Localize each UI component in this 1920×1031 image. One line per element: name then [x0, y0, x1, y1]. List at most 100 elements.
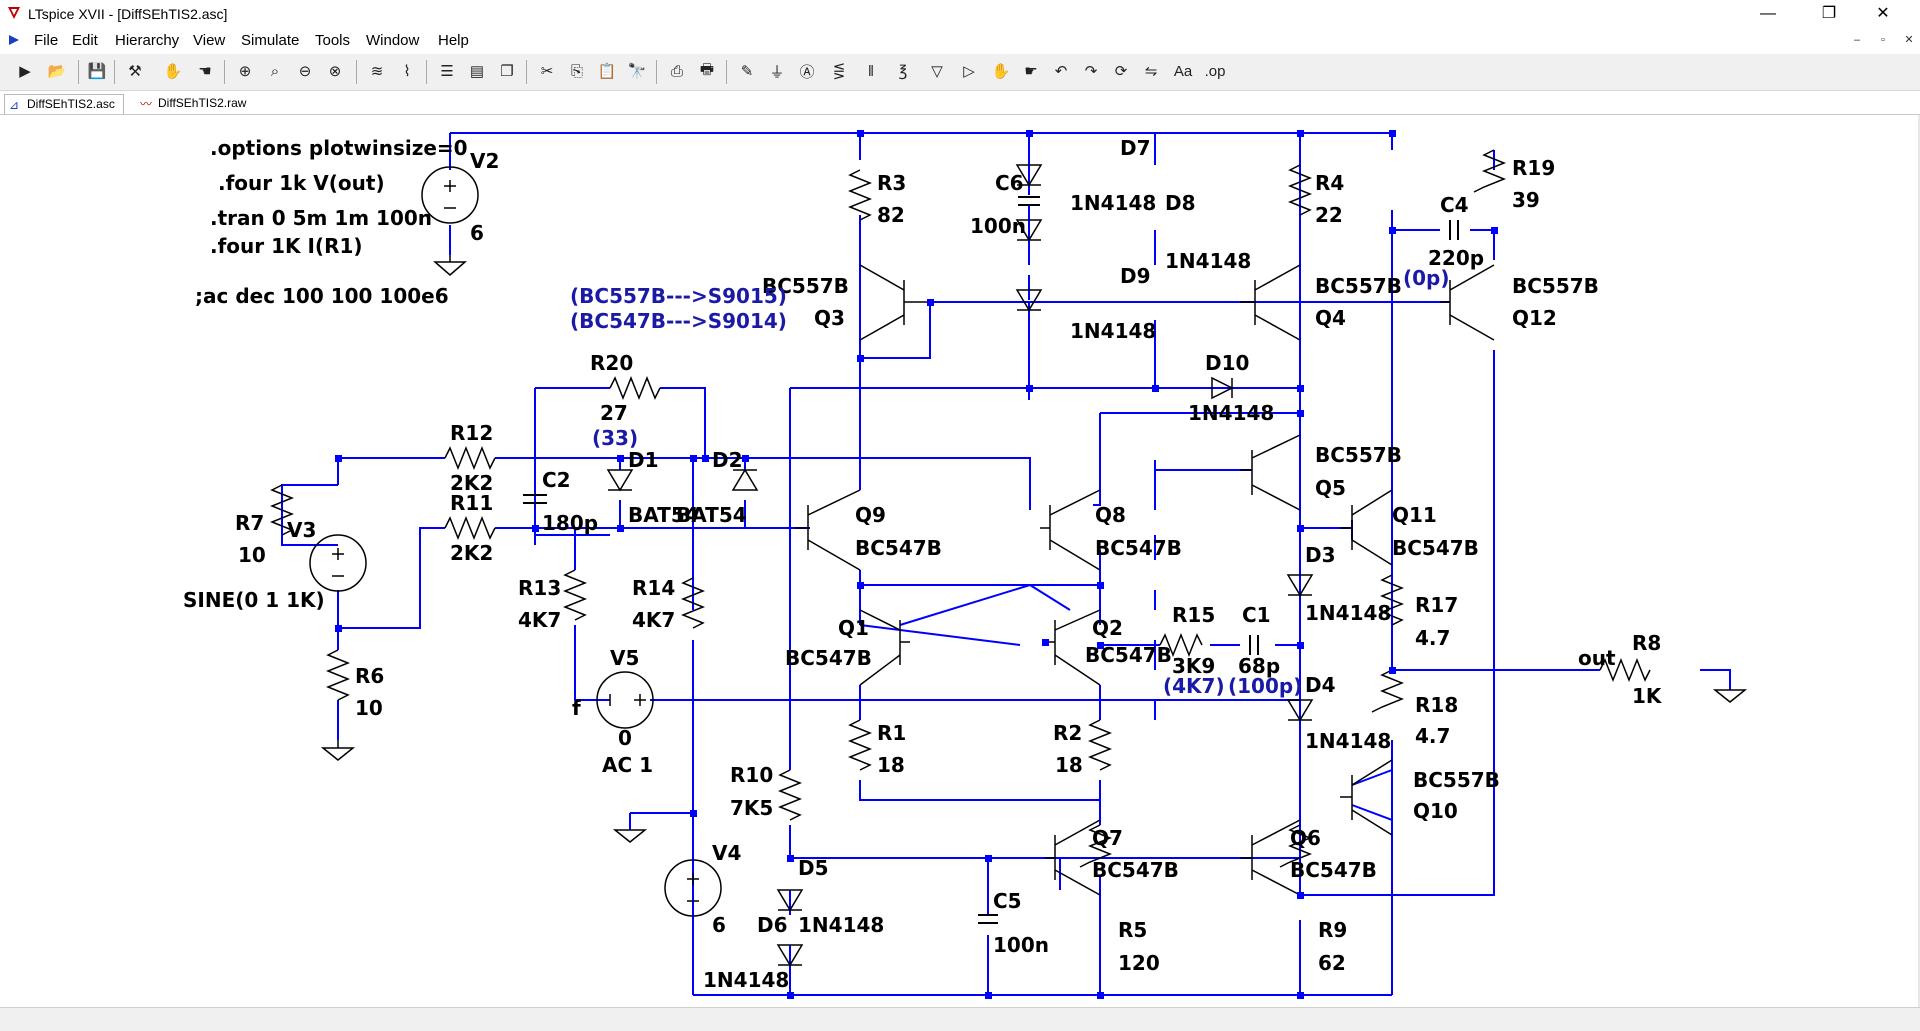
note-bc557b[interactable]: (BC557B--->S9015) [570, 284, 787, 308]
label-Q11[interactable]: Q11 [1392, 503, 1437, 527]
text-icon[interactable]: Aa [1173, 62, 1193, 80]
label-C2[interactable]: C2 [542, 468, 571, 492]
print-preview-icon[interactable]: 🖶 [699, 60, 715, 78]
zoom-fit-icon[interactable]: ⊗ [328, 63, 342, 80]
note-bc547b[interactable]: (BC547B--->S9014) [570, 309, 787, 333]
model-Q7[interactable]: BC547B [1092, 858, 1179, 882]
value-R13[interactable]: 4K7 [518, 608, 561, 632]
copy-icon[interactable]: ⎘ [570, 62, 583, 80]
model-Q2[interactable]: BC547B [1085, 643, 1172, 667]
value-V3[interactable]: SINE(0 1 1K) [183, 588, 325, 612]
value-D9[interactable]: 1N4148 [1070, 319, 1156, 343]
label-Q9[interactable]: Q9 [855, 503, 886, 527]
label-D8[interactable]: D8 [1165, 191, 1196, 215]
label-Q12[interactable]: Q12 [1512, 306, 1557, 330]
value-C6[interactable]: 100n [970, 214, 1026, 238]
capacitor-icon[interactable]: ‖ [867, 62, 875, 80]
menu-edit[interactable]: Edit [72, 32, 98, 49]
paste-icon[interactable]: 📋 [597, 63, 617, 80]
net-label-f[interactable]: f [572, 696, 581, 720]
value-D6[interactable]: 1N4148 [798, 913, 884, 937]
value-R14[interactable]: 4K7 [632, 608, 675, 632]
value-R15[interactable]: 3K9 [1172, 654, 1215, 678]
menu-simulate[interactable]: Simulate [241, 32, 300, 49]
label-Q2[interactable]: Q2 [1092, 616, 1123, 640]
label-V5[interactable]: V5 [610, 646, 639, 670]
menu-hierarchy[interactable]: Hierarchy [115, 32, 180, 49]
value-D8[interactable]: 1N4148 [1165, 249, 1251, 273]
label-D1[interactable]: D1 [628, 448, 659, 472]
model-Q6[interactable]: BC547B [1290, 858, 1377, 882]
model-Q1[interactable]: BC547B [785, 646, 872, 670]
value-D3[interactable]: 1N4148 [1305, 601, 1391, 625]
resistor-icon[interactable]: ⋚ [832, 63, 846, 80]
label-R6[interactable]: R6 [355, 664, 384, 688]
open-icon[interactable]: 📂 [47, 63, 67, 80]
alt-R20[interactable]: (33) [592, 426, 638, 450]
schematic-drawing[interactable]: .options plotwinsize=0 .four 1k V(out) .… [0, 115, 1920, 1007]
label-C6[interactable]: C6 [995, 171, 1024, 195]
value-V2[interactable]: 6 [470, 221, 484, 245]
model-Q4[interactable]: BC557B [1315, 274, 1402, 298]
value-R11[interactable]: 2K2 [450, 541, 493, 565]
rotate-icon[interactable]: ⟳ [1114, 63, 1128, 80]
model-Q3[interactable]: BC557B [762, 274, 849, 298]
label-R3[interactable]: R3 [877, 171, 906, 195]
mdi-restore-button[interactable]: ▫ [1881, 34, 1885, 46]
label-R14[interactable]: R14 [632, 576, 675, 600]
value-R3[interactable]: 82 [877, 203, 905, 227]
directive-tran[interactable]: .tran 0 5m 1m 100n [210, 206, 432, 230]
value-R5[interactable]: 120 [1118, 951, 1160, 975]
label-Q7[interactable]: Q7 [1092, 826, 1123, 850]
autorange-icon[interactable]: ≋ [370, 63, 384, 80]
tile-vertical-icon[interactable]: ▤ [469, 63, 485, 80]
find-icon[interactable]: 🔭 [627, 63, 647, 80]
label-R9[interactable]: R9 [1318, 918, 1347, 942]
value-C2[interactable]: 180p [542, 511, 598, 535]
value-R9[interactable]: 62 [1318, 951, 1346, 975]
label-R11[interactable]: R11 [450, 491, 493, 515]
cut-icon[interactable]: ✂ [540, 63, 554, 80]
value-R4[interactable]: 22 [1315, 203, 1343, 227]
model-Q10[interactable]: BC557B [1413, 768, 1500, 792]
run-icon[interactable]: ▶ [19, 63, 31, 80]
label-Q10[interactable]: Q10 [1413, 799, 1458, 823]
label-Q4[interactable]: Q4 [1315, 306, 1346, 330]
tab-waveform[interactable]: 〰 DiffSEhTIS2.raw [136, 94, 254, 113]
waveform-icon[interactable]: ⌇ [403, 63, 411, 80]
diode-icon[interactable]: ▽ [931, 63, 943, 80]
value-D2[interactable]: BAT54 [676, 503, 747, 527]
label-C4[interactable]: C4 [1440, 193, 1469, 217]
label-R17[interactable]: R17 [1415, 593, 1458, 617]
value-C4[interactable]: 220p [1428, 246, 1484, 270]
mdi-minimize-button[interactable]: – [1853, 34, 1861, 46]
label-R1[interactable]: R1 [877, 721, 906, 745]
value-R2[interactable]: 18 [1055, 753, 1083, 777]
label-Q6[interactable]: Q6 [1290, 826, 1321, 850]
value-D5[interactable]: 1N4148 [703, 968, 789, 992]
model-Q5[interactable]: BC557B [1315, 443, 1402, 467]
label-R20[interactable]: R20 [590, 351, 633, 375]
close-button[interactable]: ✕ [1876, 5, 1890, 22]
value-D10[interactable]: 1N4148 [1188, 401, 1274, 425]
label-R18[interactable]: R18 [1415, 693, 1458, 717]
value-R10[interactable]: 7K5 [730, 796, 773, 820]
label-D2[interactable]: D2 [712, 448, 743, 472]
value-V5[interactable]: 0 [618, 726, 632, 750]
ground-icon[interactable]: ⏚ [769, 63, 785, 81]
net-label-out[interactable]: out [1578, 646, 1616, 670]
zoom-in-icon[interactable]: ⊕ [238, 63, 252, 80]
tile-horizontal-icon[interactable]: ☰ [440, 63, 454, 80]
value-R19[interactable]: 39 [1512, 188, 1540, 212]
zoom-area-icon[interactable]: ⌕ [270, 62, 280, 80]
label-V3[interactable]: V3 [287, 518, 316, 542]
print-icon[interactable]: ⎙ [670, 62, 683, 80]
label-Q5[interactable]: Q5 [1315, 476, 1346, 500]
menu-window[interactable]: Window [366, 32, 420, 49]
maximize-button[interactable]: ❐ [1821, 5, 1837, 22]
minimize-button[interactable]: — [1760, 5, 1776, 22]
label-R13[interactable]: R13 [518, 576, 561, 600]
label-R4[interactable]: R4 [1315, 171, 1344, 195]
directive-ac[interactable]: ;ac dec 100 100 100e6 [195, 284, 449, 308]
control-panel-icon[interactable]: ⚒ [128, 63, 142, 80]
